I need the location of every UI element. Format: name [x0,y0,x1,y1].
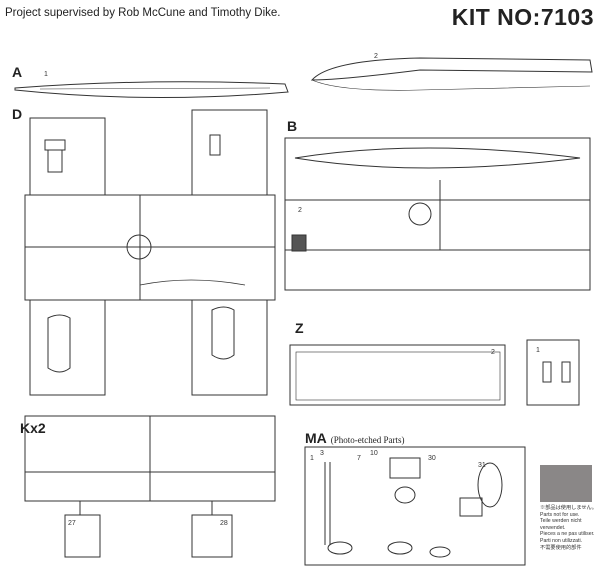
part-number: 3 [320,450,324,457]
sprue-label-a: A [12,64,23,80]
legend-line: Pieces a ne pas utiliser. [540,531,595,538]
part-number: 31 [478,462,486,469]
part-number: 30 [428,455,436,462]
sprue-label-b: B [287,118,298,134]
not-for-use-legend: ※部品は使用しません。 Parts not for use. Teile wer… [540,505,600,551]
part-number: 1 [536,347,540,354]
sprue-label-ma: MA(Photo-etched Parts) [305,430,405,446]
legend-line: Parti non utilizzati. [540,537,583,544]
not-for-use-swatch [540,465,592,502]
sprue-label-kx2: Kx2 [20,420,46,436]
sprue-kx2-frame [24,415,276,558]
part-number: 2 [298,207,302,214]
part-number: 2 [491,349,495,356]
project-credit: Project supervised by Rob McCune and Tim… [5,7,281,19]
part-number: 1 [310,455,314,462]
kit-number: KIT NO:7103 [451,4,594,30]
part-number: 28 [220,520,228,527]
ma-label: MA [305,430,327,446]
legend-line: ※部品は使用しません。 [540,505,597,511]
part-number: 27 [68,520,76,527]
legend-line: 不需要使用的部件 [540,544,582,551]
legend-line: Parts not for use. [540,511,580,518]
part-number: 7 [357,455,361,462]
part-number: 10 [370,450,378,457]
sprue-ma-frame [304,446,526,566]
sprue-label-d: D [12,106,23,122]
ma-subtitle: (Photo-etched Parts) [330,435,405,445]
sprue-z-frame [289,339,580,406]
part-number: 2 [374,53,378,60]
hull-part-a2 [310,57,593,91]
sprue-d-frame [24,109,276,396]
hull-part-a1 [14,81,289,99]
sprue-label-z: Z [295,320,304,336]
legend-line: Teile werden nicht verwendet. [540,518,582,531]
part-number: 1 [44,71,48,78]
sprue-b-frame [284,137,591,291]
